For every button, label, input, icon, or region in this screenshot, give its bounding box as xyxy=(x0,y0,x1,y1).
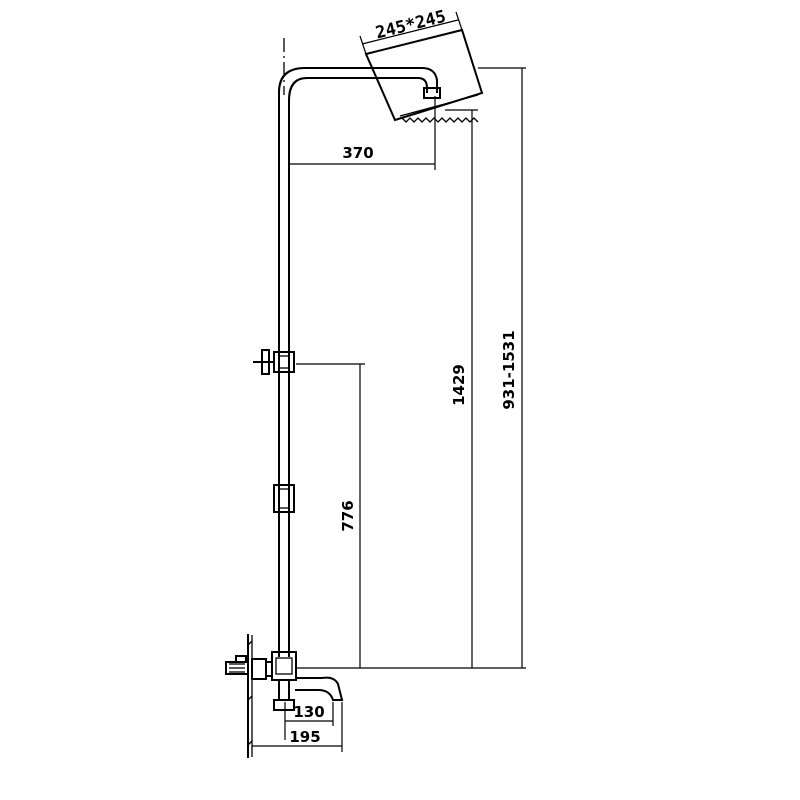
mixer-depth-label: 195 xyxy=(289,728,320,746)
dimension-total-height: 1429 xyxy=(445,109,478,668)
dimension-adjustable-height: 931-1531 xyxy=(478,67,526,668)
dimension-head-size: 245*245 xyxy=(359,7,463,55)
pipe-connector xyxy=(273,484,295,513)
total-height-label: 1429 xyxy=(450,364,468,406)
dimension-arm-length: 370 xyxy=(289,96,436,170)
bath-mixer xyxy=(225,651,297,711)
wall xyxy=(247,634,253,758)
dimension-mixer-depth: 195 xyxy=(252,702,343,752)
dimension-spout-length: 130 xyxy=(284,702,334,740)
dimension-bracket-height: 776 xyxy=(296,363,365,668)
shower-head xyxy=(364,28,484,123)
adjustable-height-label: 931-1531 xyxy=(500,330,518,409)
arm-length-label: 370 xyxy=(342,144,373,162)
riser-pipe xyxy=(278,91,290,657)
head-size-label: 245*245 xyxy=(374,7,448,44)
bath-spout xyxy=(295,676,344,702)
bracket-height-label: 776 xyxy=(339,500,357,531)
shower-arm xyxy=(277,67,438,102)
spout-length-label: 130 xyxy=(293,703,324,721)
slide-bracket xyxy=(253,349,295,375)
